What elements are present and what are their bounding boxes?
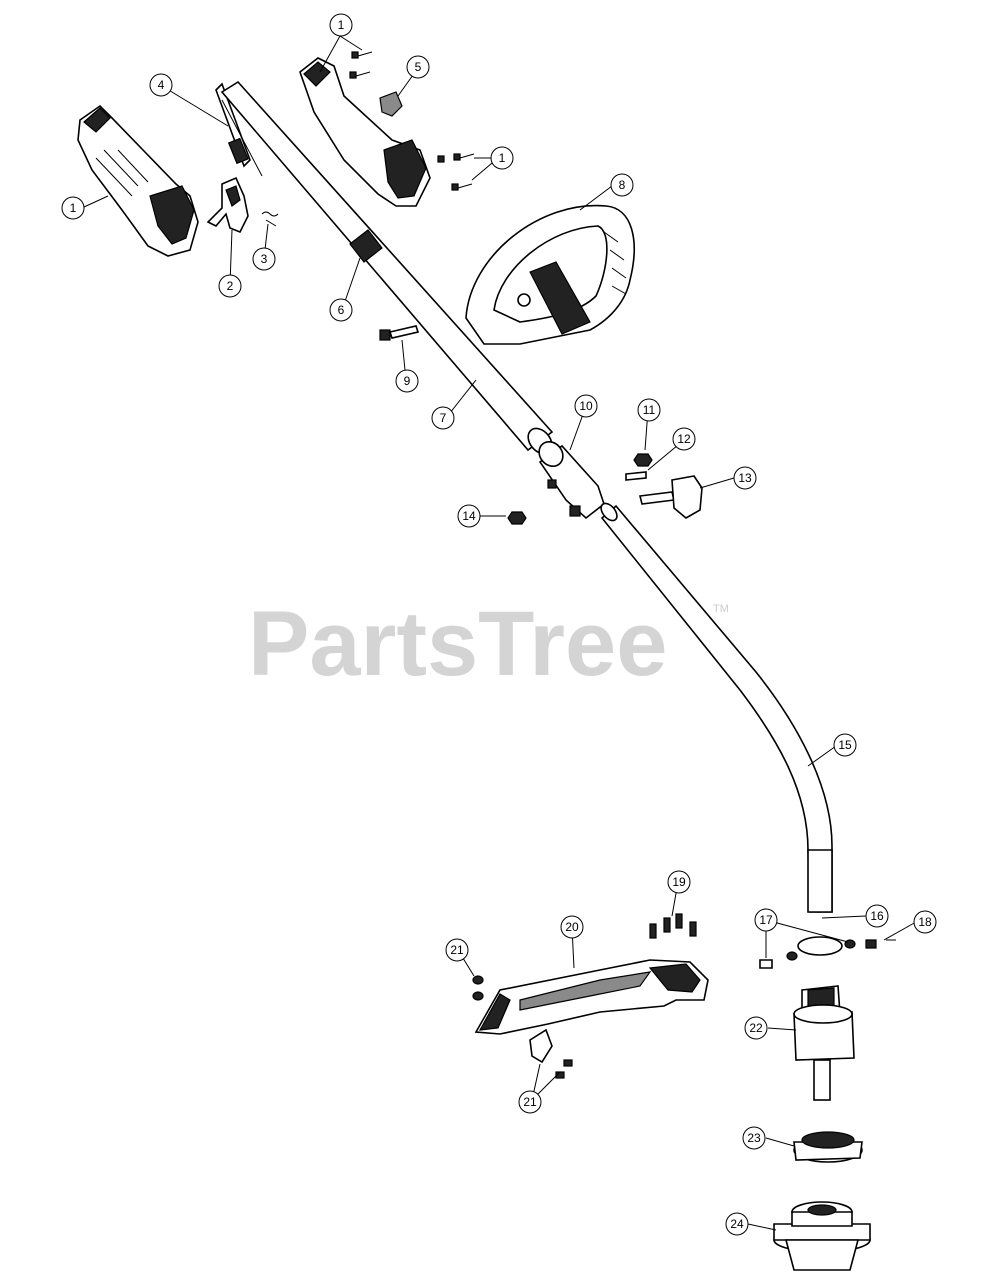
shaft-collar (349, 229, 383, 263)
svg-text:17: 17 (759, 913, 773, 927)
guard-hardware (472, 975, 573, 1079)
svg-text:2: 2 (227, 279, 234, 293)
spool-cap (793, 1131, 863, 1163)
shaft-clamp (759, 936, 896, 969)
svg-text:1: 1 (338, 18, 345, 32)
svg-text:7: 7 (440, 411, 447, 425)
debris-shield (474, 959, 709, 1035)
callout-17: 17 (754, 908, 778, 932)
callout-15: 15 (833, 733, 857, 757)
spring (261, 211, 279, 227)
callout-16: 16 (865, 904, 889, 928)
svg-text:20: 20 (565, 920, 579, 934)
bump-knob (773, 1201, 871, 1271)
svg-text:3: 3 (261, 252, 268, 266)
screws-top (349, 51, 475, 191)
throttle-cable (215, 82, 263, 177)
callout-7: 7 (431, 406, 455, 430)
svg-text:9: 9 (404, 374, 411, 388)
svg-text:16: 16 (870, 909, 884, 923)
svg-text:5: 5 (415, 60, 422, 74)
callout-20: 20 (560, 915, 584, 939)
svg-text:19: 19 (672, 875, 686, 889)
callouts: 1 2 3 4 1 5 1 8 6 9 7 10 11 12 13 14 15 … (61, 13, 937, 1236)
trigger (206, 176, 249, 234)
callout-13: 13 (733, 466, 757, 490)
svg-text:11: 11 (643, 403, 656, 417)
assist-handle (465, 204, 635, 345)
switch (379, 91, 403, 117)
callout-19: 19 (667, 870, 691, 894)
callout-10: 10 (574, 394, 598, 418)
callout-4: 4 (149, 73, 173, 97)
bolt (379, 325, 420, 341)
callout-6: 6 (329, 298, 353, 322)
callout-3: 3 (252, 247, 276, 271)
svg-text:12: 12 (677, 432, 691, 446)
callout-18: 18 (913, 910, 937, 934)
handle-half-left (77, 104, 199, 257)
callout-14: 14 (457, 504, 481, 528)
svg-text:4: 4 (158, 78, 165, 92)
callout-1-left: 1 (61, 196, 85, 220)
callout-23: 23 (742, 1126, 766, 1150)
svg-text:1: 1 (70, 201, 77, 215)
shaft-coupler (538, 440, 605, 520)
svg-text:21: 21 (523, 1095, 537, 1109)
callout-21-top: 21 (445, 938, 469, 962)
callout-22: 22 (744, 1016, 768, 1040)
callout-21-bottom: 21 (518, 1090, 542, 1114)
gear-head (793, 985, 855, 1101)
svg-text:24: 24 (730, 1217, 744, 1231)
callout-1-right: 1 (490, 146, 514, 170)
callout-1-top: 1 (329, 13, 353, 37)
watermark-tm: TM (713, 603, 729, 615)
hardware-coupler (507, 453, 703, 525)
watermark: PartsTree TM (248, 593, 729, 695)
svg-text:18: 18 (918, 915, 932, 929)
svg-text:23: 23 (747, 1131, 761, 1145)
callout-9: 9 (395, 369, 419, 393)
svg-text:6: 6 (338, 303, 345, 317)
svg-text:21: 21 (450, 943, 464, 957)
guard-screws (649, 913, 697, 939)
svg-text:10: 10 (579, 399, 593, 413)
svg-text:13: 13 (738, 471, 752, 485)
svg-text:14: 14 (462, 509, 476, 523)
watermark-text: PartsTree (248, 593, 667, 695)
svg-text:1: 1 (499, 151, 506, 165)
callout-8: 8 (610, 173, 634, 197)
callout-11: 11 (637, 398, 661, 422)
svg-text:15: 15 (838, 738, 852, 752)
callout-12: 12 (672, 427, 696, 451)
svg-text:22: 22 (749, 1021, 763, 1035)
callout-24: 24 (725, 1212, 749, 1236)
callout-5: 5 (406, 55, 430, 79)
handle-half-right (299, 57, 431, 207)
svg-text:8: 8 (619, 178, 626, 192)
lower-shaft (600, 502, 833, 913)
callout-2: 2 (218, 274, 242, 298)
